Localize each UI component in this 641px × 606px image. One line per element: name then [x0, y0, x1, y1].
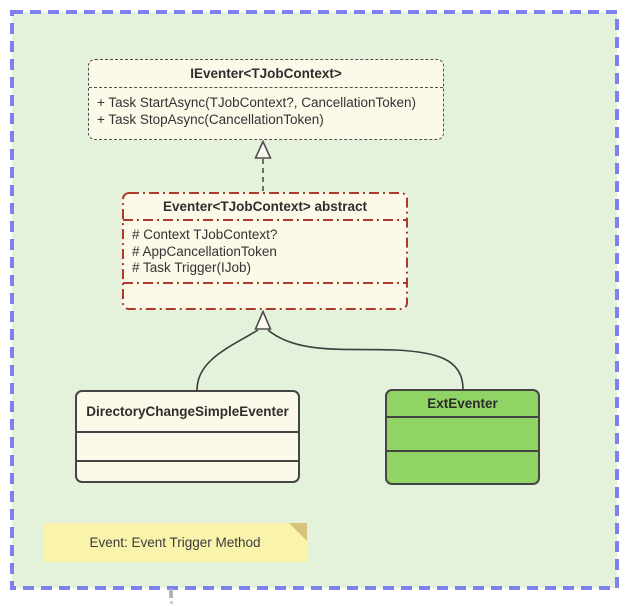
attribute-line: # AppCancellationToken — [132, 243, 277, 259]
class-node-ieventer[interactable]: IEventer<TJobContext> + Task StartAsync(… — [88, 59, 444, 140]
class-members-ieventer: + Task StartAsync(TJobContext?, Cancella… — [89, 88, 443, 128]
attribute-line: # Context TJobContext? — [132, 227, 278, 242]
class-title-exteventer: ExtEventer — [387, 391, 538, 418]
canvas-resize-handle-dot — [170, 601, 173, 604]
class-node-exteventer[interactable]: ExtEventer — [385, 389, 540, 485]
class-attributes-eventer: # Context TJobContext? # AppCancellation… — [122, 220, 408, 277]
class-node-directorychangesimpleeventer[interactable]: DirectoryChangeSimpleEventer — [75, 390, 300, 483]
class-node-eventer[interactable]: Eventer<TJobContext> abstract # Context … — [122, 192, 408, 310]
canvas-resize-handle[interactable] — [169, 589, 173, 598]
member-line: + Task StartAsync(TJobContext?, Cancella… — [97, 95, 417, 110]
member-line: + Task StopAsync(CancellationToken) — [97, 111, 324, 127]
empty-attributes-compartment — [387, 418, 538, 452]
class-title-eventer: Eventer<TJobContext> abstract — [162, 198, 368, 214]
note-node[interactable]: Event: Event Trigger Method — [43, 523, 307, 562]
note-text: Event: Event Trigger Method — [89, 535, 261, 550]
note-fold-corner-icon — [289, 523, 307, 541]
empty-methods-compartment — [77, 462, 298, 481]
class-title-ieventer: IEventer<TJobContext> — [89, 60, 443, 88]
attribute-line: # Task Trigger(IJob) — [132, 260, 252, 275]
class-title-directorychangesimpleeventer: DirectoryChangeSimpleEventer — [77, 392, 298, 433]
empty-attributes-compartment — [77, 433, 298, 462]
empty-methods-compartment — [387, 452, 538, 481]
